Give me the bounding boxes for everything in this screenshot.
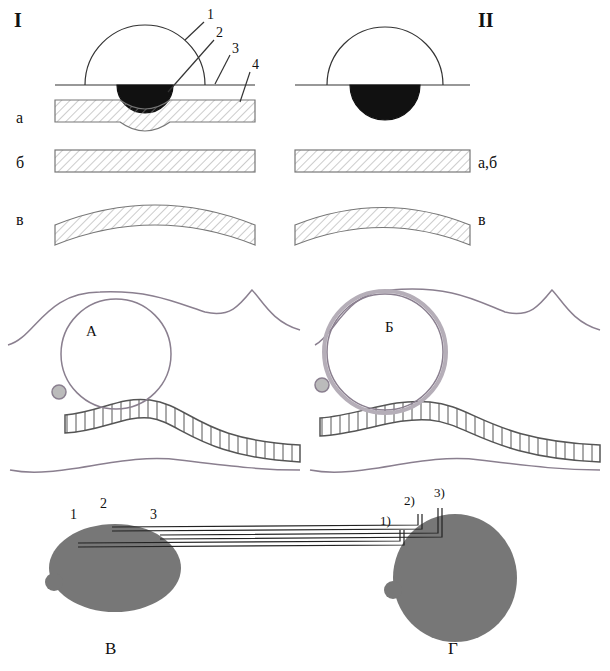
panel-letter: В <box>105 640 116 657</box>
panel-two <box>295 27 470 245</box>
outline <box>327 294 443 410</box>
segmented-tube <box>65 399 300 462</box>
outline <box>61 299 171 409</box>
measure-line <box>78 530 400 543</box>
panel-letter: А <box>86 324 97 339</box>
callout-label: 2 <box>216 26 223 40</box>
callout-label: 1 <box>207 8 214 22</box>
leader-line <box>185 22 204 40</box>
callout-label: 2 <box>100 497 107 511</box>
dome <box>327 27 443 85</box>
dome <box>85 25 205 85</box>
circle-outline <box>60 298 172 410</box>
callout-label: 3 <box>150 508 157 522</box>
dark-body <box>350 85 420 120</box>
grey-body <box>49 524 181 612</box>
measure-line <box>112 514 422 531</box>
callout-label: а,б <box>478 155 497 171</box>
section-a <box>8 290 300 472</box>
small-bud <box>315 378 329 392</box>
panel-one <box>55 22 255 245</box>
callout-label: в <box>16 212 24 228</box>
band-c <box>295 208 470 246</box>
measure-line <box>160 508 438 535</box>
panel-number: I <box>14 10 22 30</box>
organ-circle: Б <box>323 290 447 414</box>
small-bud <box>384 581 402 599</box>
band-a <box>55 100 255 131</box>
bottom-figures <box>45 508 517 642</box>
callout-label: 4 <box>252 58 259 72</box>
body-outline <box>310 459 600 473</box>
circle-outline <box>323 290 447 414</box>
band-c <box>55 205 255 245</box>
leader-line <box>240 72 250 102</box>
panel-number: II <box>478 10 494 30</box>
callout-label: б <box>16 155 24 171</box>
small-bud <box>52 385 66 399</box>
measure-line <box>112 514 418 527</box>
measure-line <box>160 508 442 539</box>
band-b <box>55 150 255 172</box>
body-outline <box>8 290 300 345</box>
callout-label: в <box>478 212 486 228</box>
callout-label: 1 <box>70 508 77 522</box>
callout-label: 1) <box>380 514 391 527</box>
outline <box>324 291 446 413</box>
band-ab <box>295 150 470 172</box>
leader-line <box>215 55 230 84</box>
panel-letter: Б <box>385 320 394 335</box>
panel-letter: Г <box>448 640 458 657</box>
callout-label: 2) <box>404 494 415 507</box>
body-outline <box>10 459 300 473</box>
callout-label: а <box>16 110 23 126</box>
small-bud <box>45 573 63 591</box>
callout-label: 3) <box>434 486 445 499</box>
callout-label: 3 <box>232 42 239 56</box>
section-b <box>310 289 600 472</box>
organ-circle: А <box>60 298 172 410</box>
leader-line <box>168 40 214 92</box>
